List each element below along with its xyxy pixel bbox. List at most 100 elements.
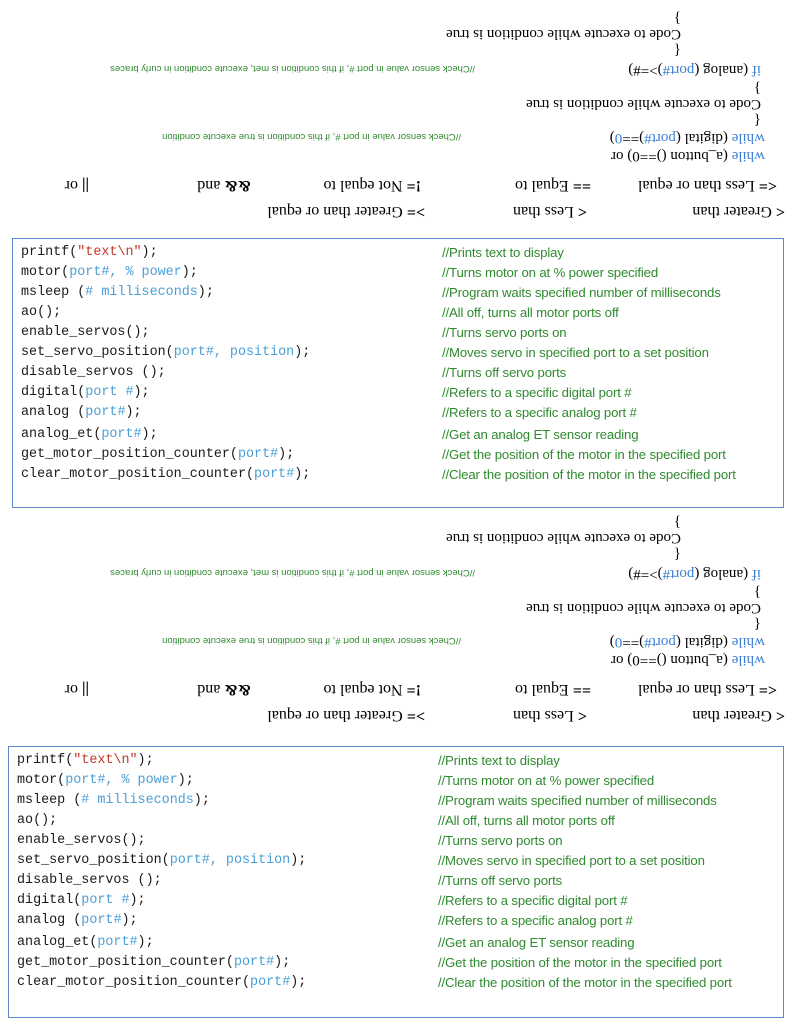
function-row: set_servo_position(port#, position);//Mo… [9,851,783,871]
function-signature: digital(port #); [21,383,150,403]
brace-open-1: { [673,42,681,58]
function-row: ao();//All off, turns all motor ports of… [9,811,783,831]
function-signature: clear_motor_position_counter(port#); [21,465,310,485]
function-row: clear_motor_position_counter(port#); //Cl… [13,465,783,485]
function-comment: //Prints text to display [438,753,560,768]
if-analog-line: if (analog (port#)>=#) [628,566,761,582]
function-arg: port#, % power [65,773,178,788]
function-signature: analog (port#); [17,911,138,931]
function-name: motor( [21,265,70,280]
while-digital-line: while (digital (port#)==0) [609,634,765,650]
function-end: ); [137,935,154,950]
function-comment: //Get an analog ET sensor reading [438,935,635,950]
function-row: motor(port#, % power); //Turns motor on a… [9,771,783,791]
function-end: ); [290,853,307,868]
function-end: ); [197,285,214,300]
function-signature: disable_servos (); [21,363,166,383]
function-end: ); [290,975,307,990]
function-row: ao();//All off, turns all motor ports of… [13,303,783,323]
function-name: msleep ( [21,285,86,300]
function-signature: ao(); [21,303,61,323]
function-arg: # milliseconds [85,285,198,300]
function-name: set_servo_position( [17,853,170,868]
function-row: get_motor_position_counter(port#); //Get … [9,953,783,973]
function-comment: //Refers to a specific digital port # [442,385,632,400]
while-digital-note: //Check sensor value in port #, if this … [162,635,461,646]
function-signature: digital(port #); [17,891,146,911]
function-end: ); [278,447,295,462]
function-name: clear_motor_position_counter( [17,975,251,990]
function-row: clear_motor_position_counter(port#); //Cl… [9,973,783,993]
function-comment: //Clear the position of the motor in the… [442,467,736,482]
function-comment: //Program waits specified number of mill… [442,285,721,300]
function-signature: motor(port#, % power); [21,263,198,283]
function-reference-box: printf("text\n"); //Prints text to displa… [12,238,784,508]
function-end: ); [294,467,311,482]
function-signature: analog_et(port#); [21,425,158,445]
function-row: digital(port #); //Refers to a specific d… [13,383,783,403]
function-end: ); [121,913,138,928]
function-comment: //Turns off servo ports [438,873,563,888]
function-name: msleep ( [17,793,82,808]
function-row: msleep (# milliseconds); //Program waits … [13,283,783,303]
function-row: analog_et(port#); //Get an analog ET sens… [13,425,783,445]
function-name: printf( [21,245,78,260]
body-line-2: Code to execute while condition is true [526,600,761,616]
if-analog-note: //Check sensor value in port #, if this … [110,567,475,578]
function-arg: port# [233,955,275,970]
function-arg: port # [85,385,134,400]
function-comment: //Moves servo in specified port to a set… [442,345,709,360]
while-digital-note: //Check sensor value in port #, if this … [162,131,461,142]
function-comment: //Turns off servo ports [442,365,567,380]
brace-close-2: } [753,584,761,600]
function-comment: //Clear the position of the motor in the… [438,975,732,990]
function-string-arg: "text\n" [73,753,138,768]
function-arg: port# [250,975,291,990]
function-name: disable_servos (); [17,873,162,888]
function-signature: printf("text\n"); [17,751,154,771]
function-row: enable_servos();//Turns servo ports on [13,323,783,343]
function-end: ); [181,265,198,280]
brace-open-1: { [673,546,681,562]
function-end: ); [274,955,291,970]
while-digital-line: while (digital (port#)==0) [609,130,765,146]
if-analog-note: //Check sensor value in port #, if this … [110,63,475,74]
function-name: analog_et( [17,935,98,950]
function-name: clear_motor_position_counter( [21,467,255,482]
function-name: motor( [17,773,66,788]
function-name: disable_servos (); [21,365,166,380]
function-arg: # milliseconds [81,793,194,808]
upside-down-syntax-section: < Greater than < Less than >= Greater th… [64,10,785,220]
function-signature: msleep (# milliseconds); [17,791,210,811]
function-arg: port# [97,935,138,950]
function-end: ); [193,793,210,808]
function-comment: //Get an analog ET sensor reading [442,427,639,442]
function-row: get_motor_position_counter(port#); //Get … [13,445,783,465]
function-signature: get_motor_position_counter(port#); [21,445,294,465]
function-signature: enable_servos(); [17,831,146,851]
brace-open-2: { [753,112,761,128]
function-string-arg: "text\n" [77,245,142,260]
function-row: set_servo_position(port#, position);//Mo… [13,343,783,363]
function-comment: //Turns motor on at % power specified [442,265,659,280]
function-comment: //Refers to a specific digital port # [438,893,628,908]
function-end: ); [141,245,158,260]
function-comment: //Prints text to display [442,245,564,260]
function-end: ); [141,427,158,442]
while-button-line: while (a_button ()==0) or [611,148,765,164]
function-name: printf( [17,753,74,768]
function-comment: //Get the position of the motor in the s… [438,955,722,970]
function-name: enable_servos(); [21,325,150,340]
function-row: disable_servos (); //Turns off servo port… [13,363,783,383]
function-comment: //Get the position of the motor in the s… [442,447,726,462]
function-arg: port# [101,427,142,442]
function-comment: //Turns motor on at % power specified [438,773,655,788]
function-signature: get_motor_position_counter(port#); [17,953,290,973]
function-end: ); [177,773,194,788]
function-end: ); [294,345,311,360]
function-comment: //Refers to a specific analog port # [442,405,637,420]
function-row: motor(port#, % power); //Turns motor on a… [13,263,783,283]
function-end: ); [125,405,142,420]
function-end: ); [137,753,154,768]
body-line-2: Code to execute while condition is true [526,96,761,112]
